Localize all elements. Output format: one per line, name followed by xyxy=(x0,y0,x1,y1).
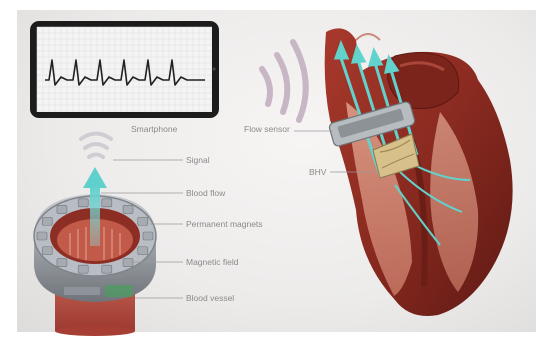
sensor-electronics xyxy=(64,287,100,295)
magnet-block xyxy=(102,199,112,207)
magnet-block xyxy=(57,259,67,267)
wireless-signal-icon xyxy=(262,42,306,120)
phone-camera-icon xyxy=(212,67,215,70)
magnet-block xyxy=(42,217,52,225)
sensor-chip xyxy=(105,285,133,297)
magnet-block xyxy=(42,247,52,255)
flow-sensor-label: Flow sensor xyxy=(244,124,290,134)
magnet-block xyxy=(57,205,67,213)
signal-arcs-icon xyxy=(81,134,111,158)
magnetic-field-label: Magnetic field xyxy=(186,257,238,267)
bhv-label: BHV xyxy=(309,167,326,177)
magnet-block xyxy=(143,232,153,240)
smartphone-label: Smartphone xyxy=(131,124,177,134)
magnet-block xyxy=(138,247,148,255)
magnet-block xyxy=(37,232,47,240)
blood-vessel-label: Blood vessel xyxy=(186,293,234,303)
magnet-block xyxy=(123,259,133,267)
magnet-block xyxy=(78,265,88,273)
permanent-magnets-label: Permanent magnets xyxy=(186,219,263,229)
magnet-block xyxy=(123,205,133,213)
magnet-block xyxy=(78,199,88,207)
signal-label: Signal xyxy=(186,155,210,165)
magnet-block xyxy=(138,217,148,225)
magnet-block xyxy=(102,265,112,273)
blood-flow-label: Blood flow xyxy=(186,188,225,198)
